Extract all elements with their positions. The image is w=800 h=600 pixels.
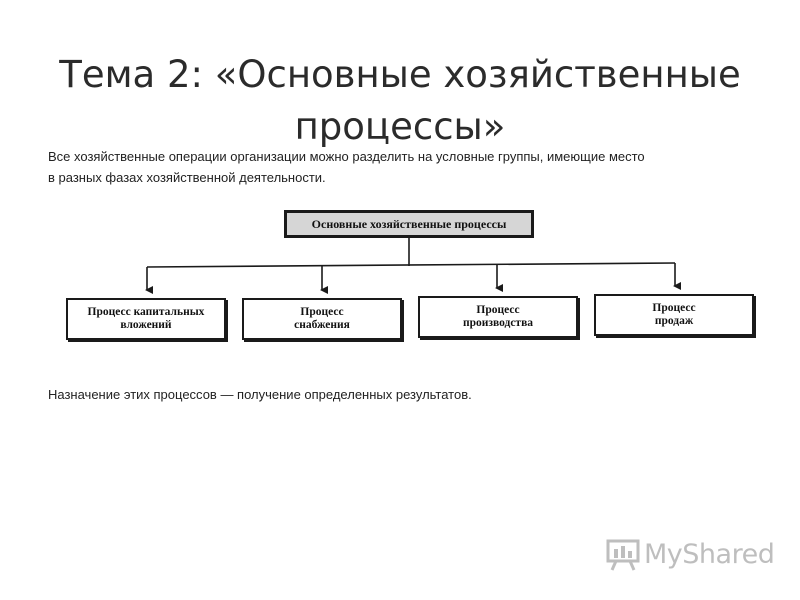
slide-title: Тема 2: «Основные хозяйственные процессы… (0, 49, 800, 153)
intro-paragraph: Все хозяйственные операции организации м… (48, 146, 768, 188)
watermark-text: MyShared (644, 538, 775, 570)
intro-line-2: в разных фазах хозяйственной деятельност… (48, 170, 326, 185)
slide-title-line-1: Тема 2: «Основные хозяйственные (59, 52, 741, 96)
process-2-line-1: Процесс (300, 306, 344, 318)
watermark: MyShared (606, 536, 775, 572)
process-1-line-1: Процесс капитальных (87, 306, 205, 318)
branch-line (146, 262, 676, 268)
process-3-line-2: производства (462, 317, 534, 329)
purpose-paragraph: Назначение этих процессов — получение оп… (48, 387, 472, 402)
process-3-line-1: Процесс (476, 304, 520, 316)
process-2-line-2: снабжения (294, 319, 350, 331)
presentation-board-icon (606, 539, 640, 571)
process-4-line-1: Процесс (652, 302, 696, 314)
slide-title-line-2: процессы» (294, 104, 506, 148)
root-process-box: Основные хозяйственные процессы (284, 210, 534, 238)
process-box-production: Процесс производства (418, 296, 578, 338)
process-1-line-2: вложений (120, 319, 172, 331)
process-box-supply: Процесс снабжения (242, 298, 402, 340)
process-box-capital-investment: Процесс капитальных вложений (66, 298, 226, 340)
process-box-sales: Процесс продаж (594, 294, 754, 336)
intro-line-1: Все хозяйственные операции организации м… (48, 149, 645, 164)
process-4-line-2: продаж (654, 315, 694, 327)
